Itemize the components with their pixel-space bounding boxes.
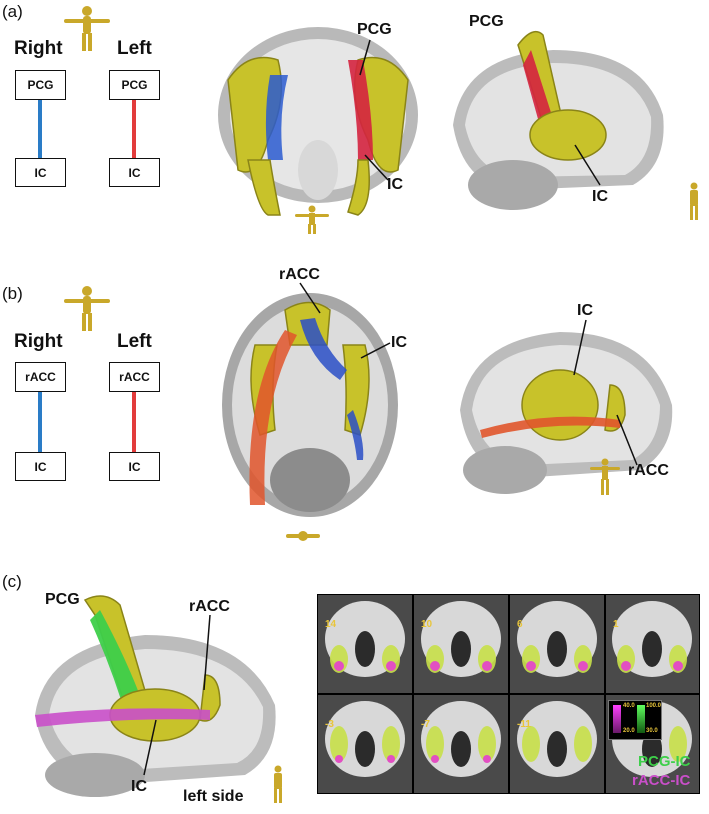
- slice-number: 1: [613, 619, 619, 630]
- slice-number: 10: [421, 619, 433, 630]
- connection-line-left: [132, 392, 136, 452]
- left-label: Left: [117, 331, 152, 352]
- body-orientation-icon: [64, 6, 110, 51]
- callout-racc-axial: rACC: [279, 266, 320, 283]
- diagram-box-ic-left: IC: [109, 452, 160, 481]
- body-orientation-icon-small: [590, 458, 620, 495]
- slice-number: -11: [517, 719, 531, 730]
- body-orientation-icon-small: [295, 205, 329, 234]
- diagram-box-pcg-right: PCG: [15, 70, 66, 100]
- slice-overlays: [325, 601, 692, 777]
- brain-sagittal-3d-image: [35, 595, 276, 797]
- diagram-box-racc-left: rACC: [109, 362, 160, 392]
- callout-pcg-coronal: PCG: [357, 21, 392, 38]
- slice-number: 6: [517, 619, 523, 630]
- diagram-box-ic-right: IC: [15, 158, 66, 187]
- slice-number: -3: [325, 719, 334, 730]
- callout-ic-axial: IC: [391, 334, 407, 351]
- callout-racc: rACC: [189, 598, 230, 615]
- callout-pcg: PCG: [45, 591, 80, 608]
- callout-ic-sagittal: IC: [577, 302, 593, 319]
- callout-line-racc: [203, 614, 211, 691]
- colorbar-legend: 40.0 20.0 100.0 30.0: [608, 700, 662, 740]
- diagram-box-pcg-left: PCG: [109, 70, 160, 100]
- callout-line-racc-sagittal: [616, 414, 638, 466]
- brain-axial-image: [222, 293, 398, 517]
- connection-line-right: [38, 100, 42, 158]
- side-caption: left side: [183, 788, 244, 805]
- callout-line-ic-sagittal: [573, 319, 587, 376]
- connection-line-left: [132, 100, 136, 158]
- right-label: Right: [14, 38, 63, 59]
- panel-b-label: (b): [2, 284, 23, 303]
- diagram-box-racc-right: rACC: [15, 362, 66, 392]
- diagram-box-ic-right: IC: [15, 452, 66, 481]
- callout-ic: IC: [131, 778, 147, 795]
- brain-sagittal-image: [460, 332, 673, 494]
- panel-c-label: (c): [2, 572, 22, 591]
- panel-a-label: (a): [2, 2, 23, 21]
- callout-pcg-sagittal: PCG: [469, 13, 504, 30]
- colorbar-magenta-max: 40.0: [623, 703, 635, 709]
- legend-pcg-ic: PCG-IC: [638, 753, 691, 770]
- callout-ic-sagittal: IC: [592, 188, 608, 205]
- slice-number: -7: [421, 719, 430, 730]
- colorbar-magenta-min: 20.0: [623, 728, 635, 734]
- colorbar-magenta: [613, 705, 621, 733]
- right-label: Right: [14, 331, 63, 352]
- slice-number: 14: [325, 619, 337, 630]
- coronal-slices-grid: 14 10 6 1 -3 -7 -11 40.0 20.0 100.0 30.0: [317, 594, 700, 794]
- callout-line-racc-axial: [299, 282, 321, 314]
- colorbar-green-max: 100.0: [646, 703, 662, 709]
- callout-line-pcg-coronal: [359, 39, 371, 76]
- callout-ic-coronal: IC: [387, 176, 403, 193]
- body-orientation-top-icon: [286, 531, 320, 541]
- connection-line-right: [38, 392, 42, 452]
- body-orientation-side-icon: [274, 765, 282, 803]
- callout-line-ic-axial: [360, 342, 391, 359]
- brain-sagittal-image: [453, 30, 664, 210]
- diagram-box-ic-left: IC: [109, 158, 160, 187]
- callout-line-ic-coronal: [364, 154, 389, 181]
- callout-racc-sagittal: rACC: [628, 462, 669, 479]
- colorbar-green: [637, 705, 645, 733]
- callout-line-ic: [143, 719, 157, 776]
- callout-line-ic-sagittal: [574, 144, 601, 186]
- brain-coronal-image: [218, 27, 418, 216]
- body-orientation-icon: [64, 286, 110, 331]
- left-label: Left: [117, 38, 152, 59]
- body-orientation-side-icon: [690, 182, 698, 220]
- colorbar-green-min: 30.0: [646, 728, 658, 734]
- legend-racc-ic: rACC-IC: [632, 772, 691, 789]
